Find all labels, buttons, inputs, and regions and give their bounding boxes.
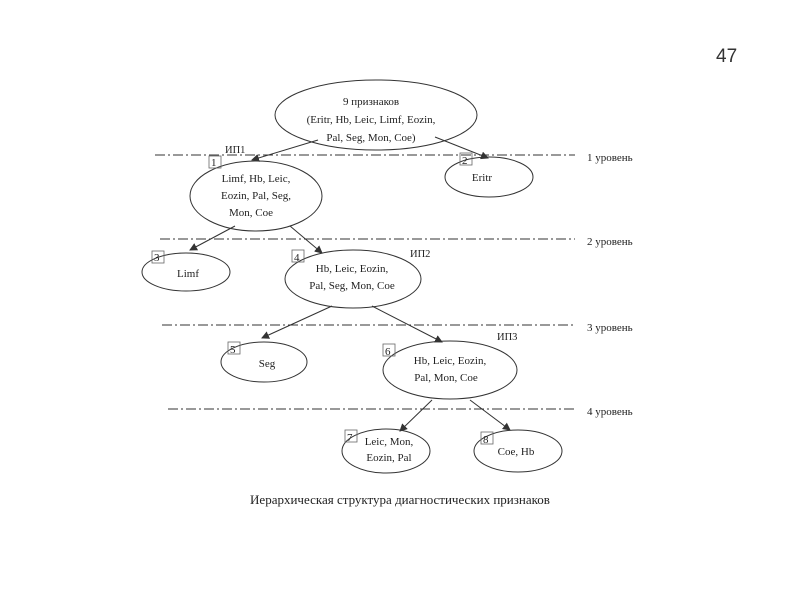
edge-node-4-to-node-6 xyxy=(371,305,443,343)
edge-node-6-to-node-8 xyxy=(469,399,511,431)
node-7-number: 7 xyxy=(347,432,353,444)
edge-root-to-node-1 xyxy=(251,139,319,162)
node-6: 6 Hb, Leic, Eozin, Pal, Mon, Coe xyxy=(382,340,518,400)
node-1-line-1: Limf, Hb, Leic, xyxy=(222,173,291,185)
node-4-line-2: Pal, Seg, Mon, Coe xyxy=(309,280,395,292)
node-3: 3 Limf xyxy=(141,250,231,292)
figure-caption: Иерархическая структура диагностических … xyxy=(250,492,550,507)
node-1-line-3: Mon, Coe xyxy=(229,207,273,219)
decision-label-2: ИП2 xyxy=(410,249,430,260)
level-label-4: 4 уровень xyxy=(587,406,633,418)
node-5: 5 Seg xyxy=(220,341,308,383)
level-label-3: 3 уровень xyxy=(587,322,633,334)
node-2-line-1: Eritr xyxy=(472,172,492,184)
node-7-line-1: Leic, Mon, xyxy=(365,436,414,448)
node-1-number: 1 xyxy=(211,157,217,169)
page-number: 47 xyxy=(716,46,738,67)
decision-label-1: ИП1 xyxy=(225,145,245,156)
node-3-number: 3 xyxy=(154,252,160,264)
node-8: 8 Coe, Hb xyxy=(473,429,563,473)
node-6-line-1: Hb, Leic, Eozin, xyxy=(414,355,487,367)
edge-node-6-to-node-7 xyxy=(399,399,433,432)
node-7: 7 Leic, Mon, Eozin, Pal xyxy=(341,428,431,474)
node-6-line-2: Pal, Mon, Coe xyxy=(414,372,478,384)
edge-node-1-to-node-3 xyxy=(189,225,236,251)
node-4: 4 Hb, Leic, Eozin, Pal, Seg, Mon, Coe xyxy=(284,249,422,309)
node-3-line-1: Limf xyxy=(177,268,199,280)
node-4-line-1: Hb, Leic, Eozin, xyxy=(316,263,389,275)
decision-label-3: ИП3 xyxy=(497,332,517,343)
node-8-number: 8 xyxy=(483,434,489,446)
edge-node-4-to-node-5 xyxy=(261,305,333,339)
node-2-number: 2 xyxy=(462,155,468,167)
level-label-1: 1 уровень xyxy=(587,152,633,164)
node-4-number: 4 xyxy=(294,252,300,264)
root-node: 9 признаков (Eritr, Hb, Leic, Limf, Eozi… xyxy=(274,79,478,151)
node-1: 1 Limf, Hb, Leic, Eozin, Pal, Seg, Mon, … xyxy=(189,155,323,232)
node-2: 2 Eritr xyxy=(444,152,534,198)
root-node-line-1: 9 признаков xyxy=(343,96,399,108)
node-5-line-1: Seg xyxy=(259,358,276,370)
edge-node-1-to-node-4 xyxy=(289,225,323,254)
node-6-number: 6 xyxy=(385,346,391,358)
node-8-line-1: Coe, Hb xyxy=(498,446,535,458)
root-node-line-2: (Eritr, Hb, Leic, Limf, Eozin, xyxy=(307,114,436,126)
node-5-number: 5 xyxy=(230,344,236,356)
node-1-line-2: Eozin, Pal, Seg, xyxy=(221,190,291,202)
node-7-line-2: Eozin, Pal xyxy=(366,452,411,464)
root-node-line-3: Pal, Seg, Mon, Coe) xyxy=(326,132,416,144)
level-label-2: 2 уровень xyxy=(587,236,633,248)
